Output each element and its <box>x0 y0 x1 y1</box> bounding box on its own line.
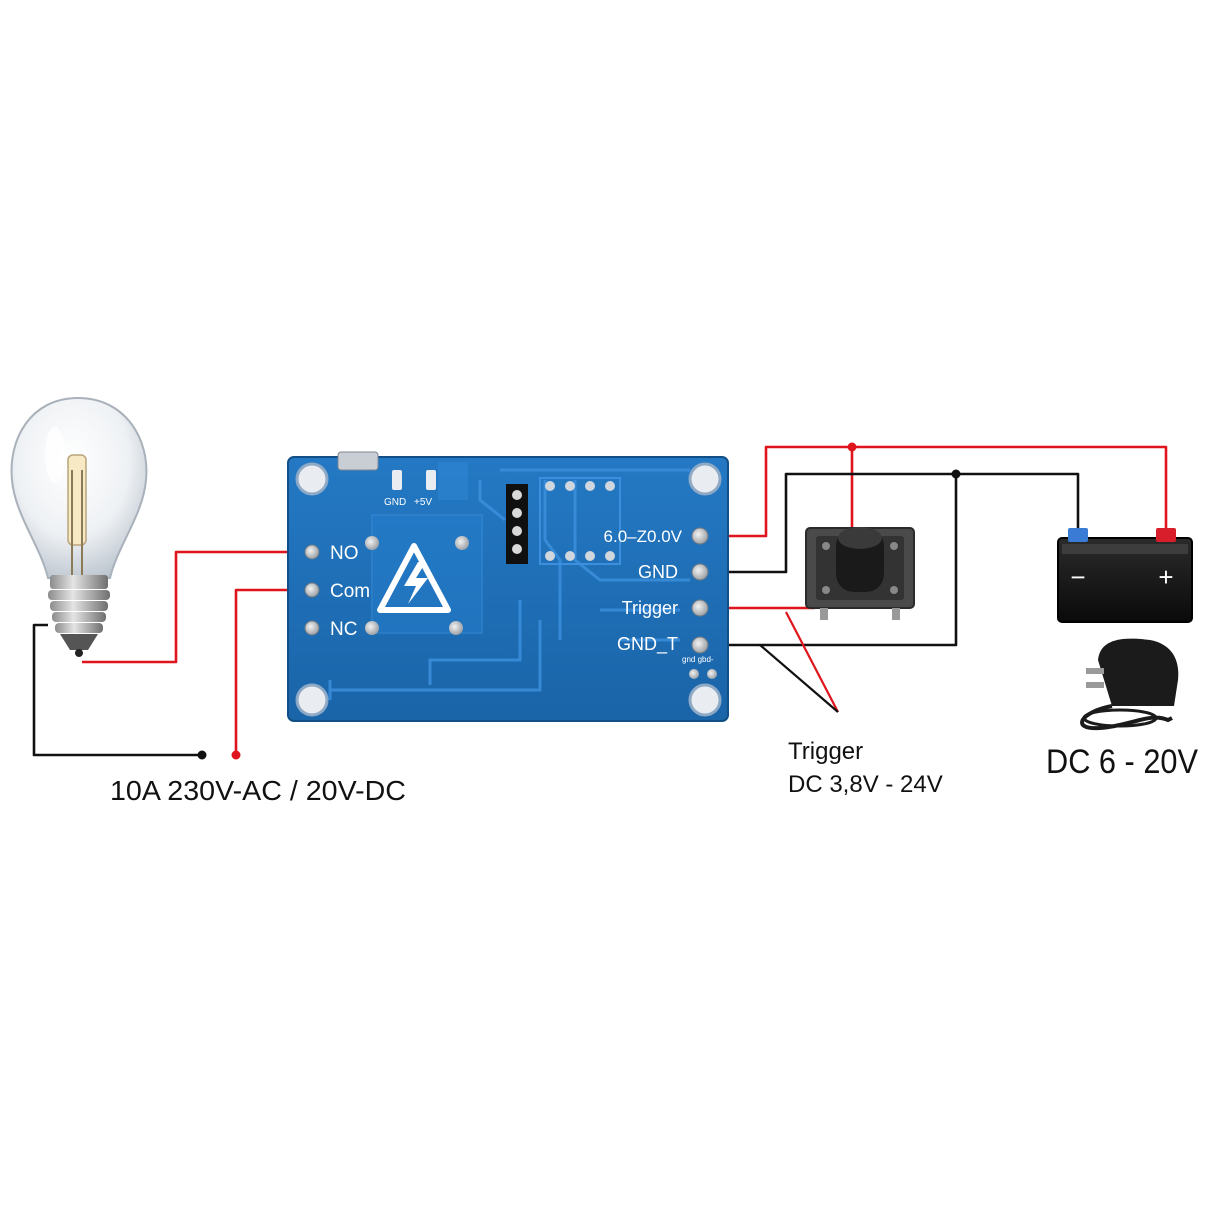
junction-dot <box>197 750 207 760</box>
terminal-label-vin: 6.0–Z0.0V <box>604 527 683 546</box>
wire-gnd-t <box>700 474 958 647</box>
terminal-label-gnd-t: GND_T <box>617 634 678 655</box>
trigger-caption-line2: DC 3,8V - 24V <box>788 771 943 798</box>
wire-vin-positive <box>700 445 1168 538</box>
battery-minus-sign: − <box>1070 562 1085 592</box>
load-rating-caption: 10A 230V-AC / 20V-DC <box>110 775 406 806</box>
top-label-gnd: GND <box>384 497 406 508</box>
terminal-label-trigger: Trigger <box>622 598 678 618</box>
terminal-label-gnd: GND <box>638 562 678 582</box>
junction-dot <box>847 442 857 452</box>
wire-com-to-supply <box>234 588 310 755</box>
wire-gnd-negative <box>700 472 1080 574</box>
pcb-traces <box>328 468 690 700</box>
halogen-bulb-icon <box>10 396 148 657</box>
ic-pads <box>545 481 615 561</box>
junction-dot <box>231 750 241 760</box>
high-voltage-warning-icon <box>377 543 451 613</box>
terminal-label-no: NO <box>330 543 359 564</box>
trigger-caption-line1: Trigger <box>788 738 863 765</box>
terminal-label-nc: NC <box>330 619 357 640</box>
battery-icon: − + <box>1057 528 1193 623</box>
relay-timer-board: NO Com NC 6.0–Z0.0V GND Trigger GND_T GN… <box>287 451 729 722</box>
callout-trigger-red <box>785 611 839 713</box>
junction-dot <box>951 469 961 479</box>
callout-trigger-black <box>759 644 839 713</box>
bottom-small-label: gnd gbd- <box>682 655 714 664</box>
top-label-5v: +5V <box>414 497 432 508</box>
battery-plus-sign: + <box>1158 562 1173 592</box>
wire-bulb-to-no <box>82 550 310 664</box>
power-adapter-icon <box>1080 638 1179 731</box>
wire-bulb-to-supply-return <box>32 623 202 757</box>
push-button-icon <box>805 527 915 620</box>
supply-voltage-caption: DC 6 - 20V <box>1046 743 1198 781</box>
wiring <box>32 442 1168 760</box>
terminal-label-com: Com <box>330 581 370 602</box>
